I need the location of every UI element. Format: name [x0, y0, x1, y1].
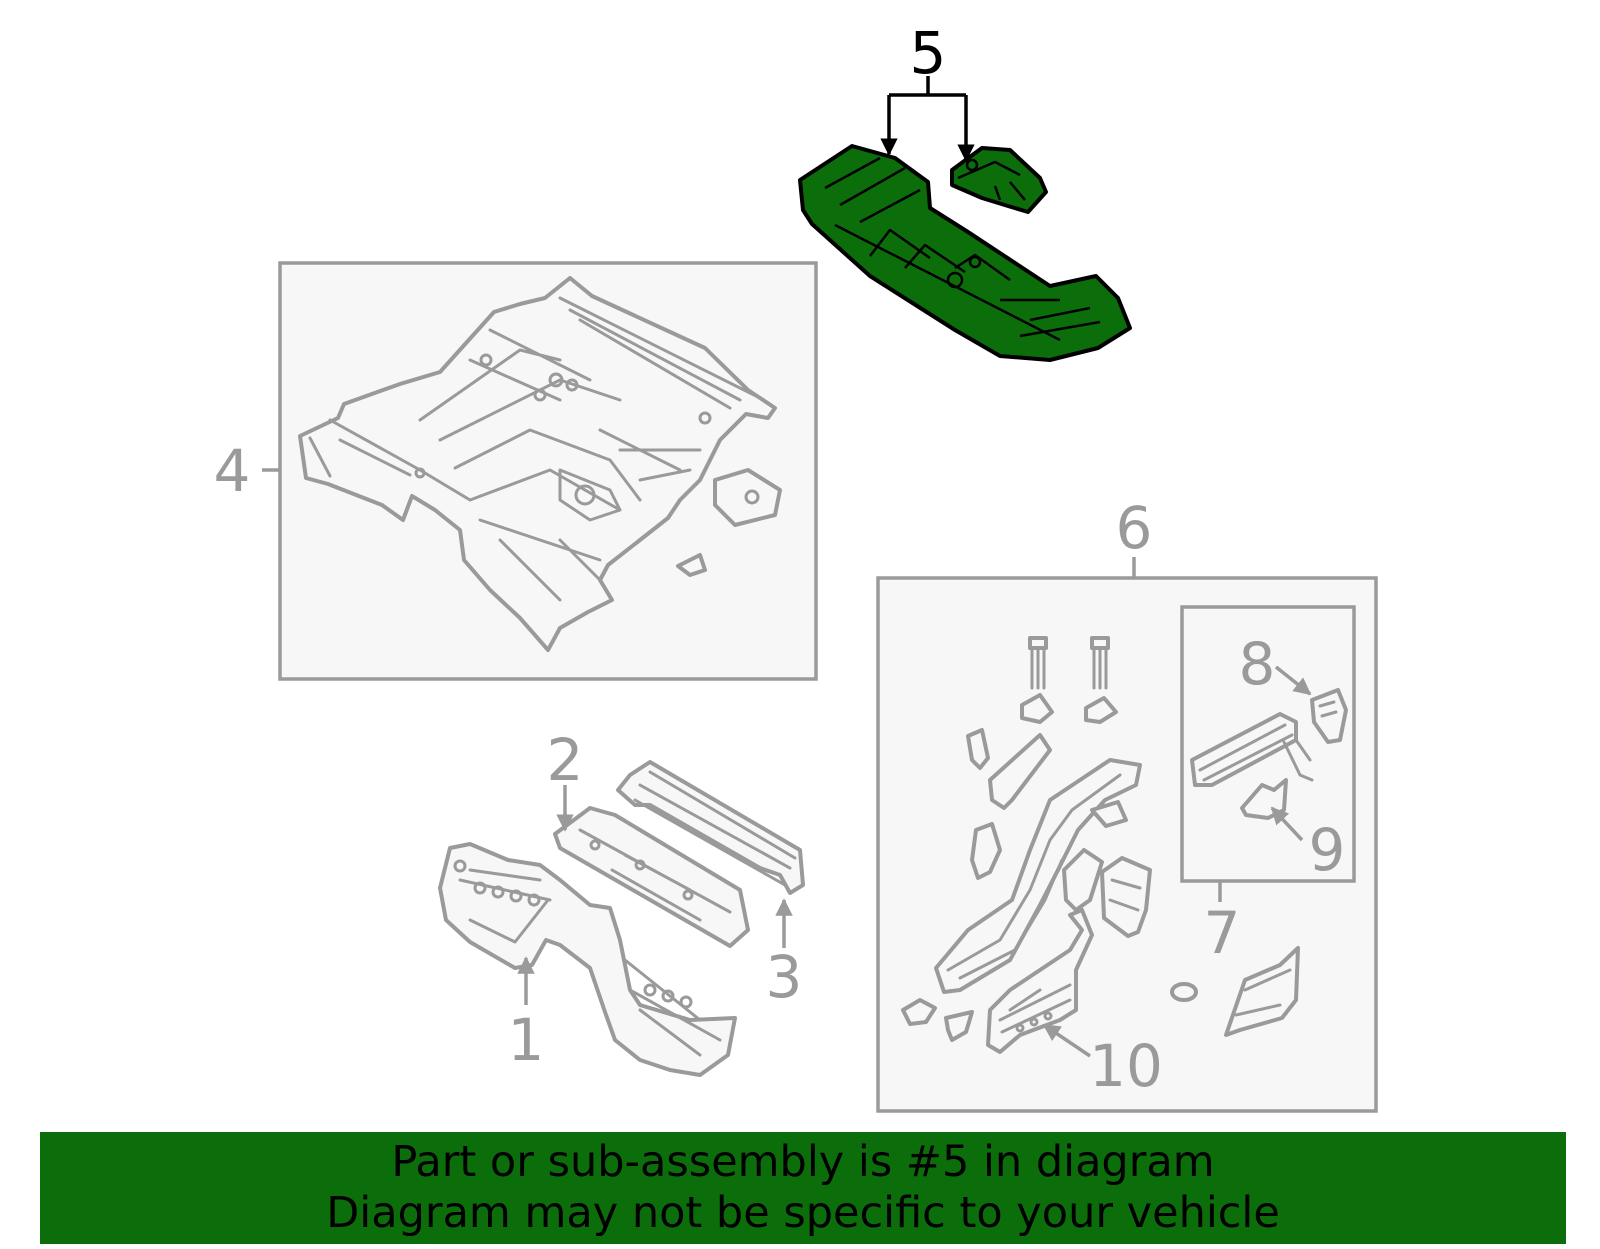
callout-1: 1: [508, 1006, 545, 1074]
part-3-crossmember[interactable]: [616, 760, 805, 895]
info-banner: Part or sub-assembly is #5 in diagram Di…: [40, 1132, 1566, 1244]
callout-9: 9: [1309, 816, 1346, 884]
banner-line-1: Part or sub-assembly is #5 in diagram: [391, 1137, 1215, 1187]
part-8-bracket[interactable]: [1310, 688, 1348, 744]
callout-6: 6: [1116, 494, 1153, 562]
callout-4: 4: [214, 437, 251, 505]
part-5-trunk-floor-highlighted[interactable]: [798, 144, 1132, 362]
callout-10: 10: [1089, 1032, 1163, 1100]
part-6-rear-side-member-components[interactable]: [901, 636, 1300, 1054]
callout-8-leader: [1274, 665, 1312, 696]
callout-8: 8: [1239, 630, 1276, 698]
part-7-extension-assembly[interactable]: [1190, 712, 1314, 787]
callout-10-leader: [1042, 1023, 1091, 1058]
callout-5: 5: [910, 19, 947, 87]
callout-3: 3: [766, 943, 803, 1011]
part-1-rear-frame-rail[interactable]: [438, 842, 737, 1077]
callout-5-leader: [880, 76, 975, 162]
part-2-crossmember[interactable]: [553, 806, 750, 948]
callout-9-leader: [1270, 806, 1304, 842]
part-4-rear-floor-assembly[interactable]: [298, 276, 782, 652]
callout-2: 2: [547, 726, 584, 794]
banner-line-2: Diagram may not be specific to your vehi…: [326, 1188, 1280, 1238]
callout-7: 7: [1204, 899, 1241, 967]
